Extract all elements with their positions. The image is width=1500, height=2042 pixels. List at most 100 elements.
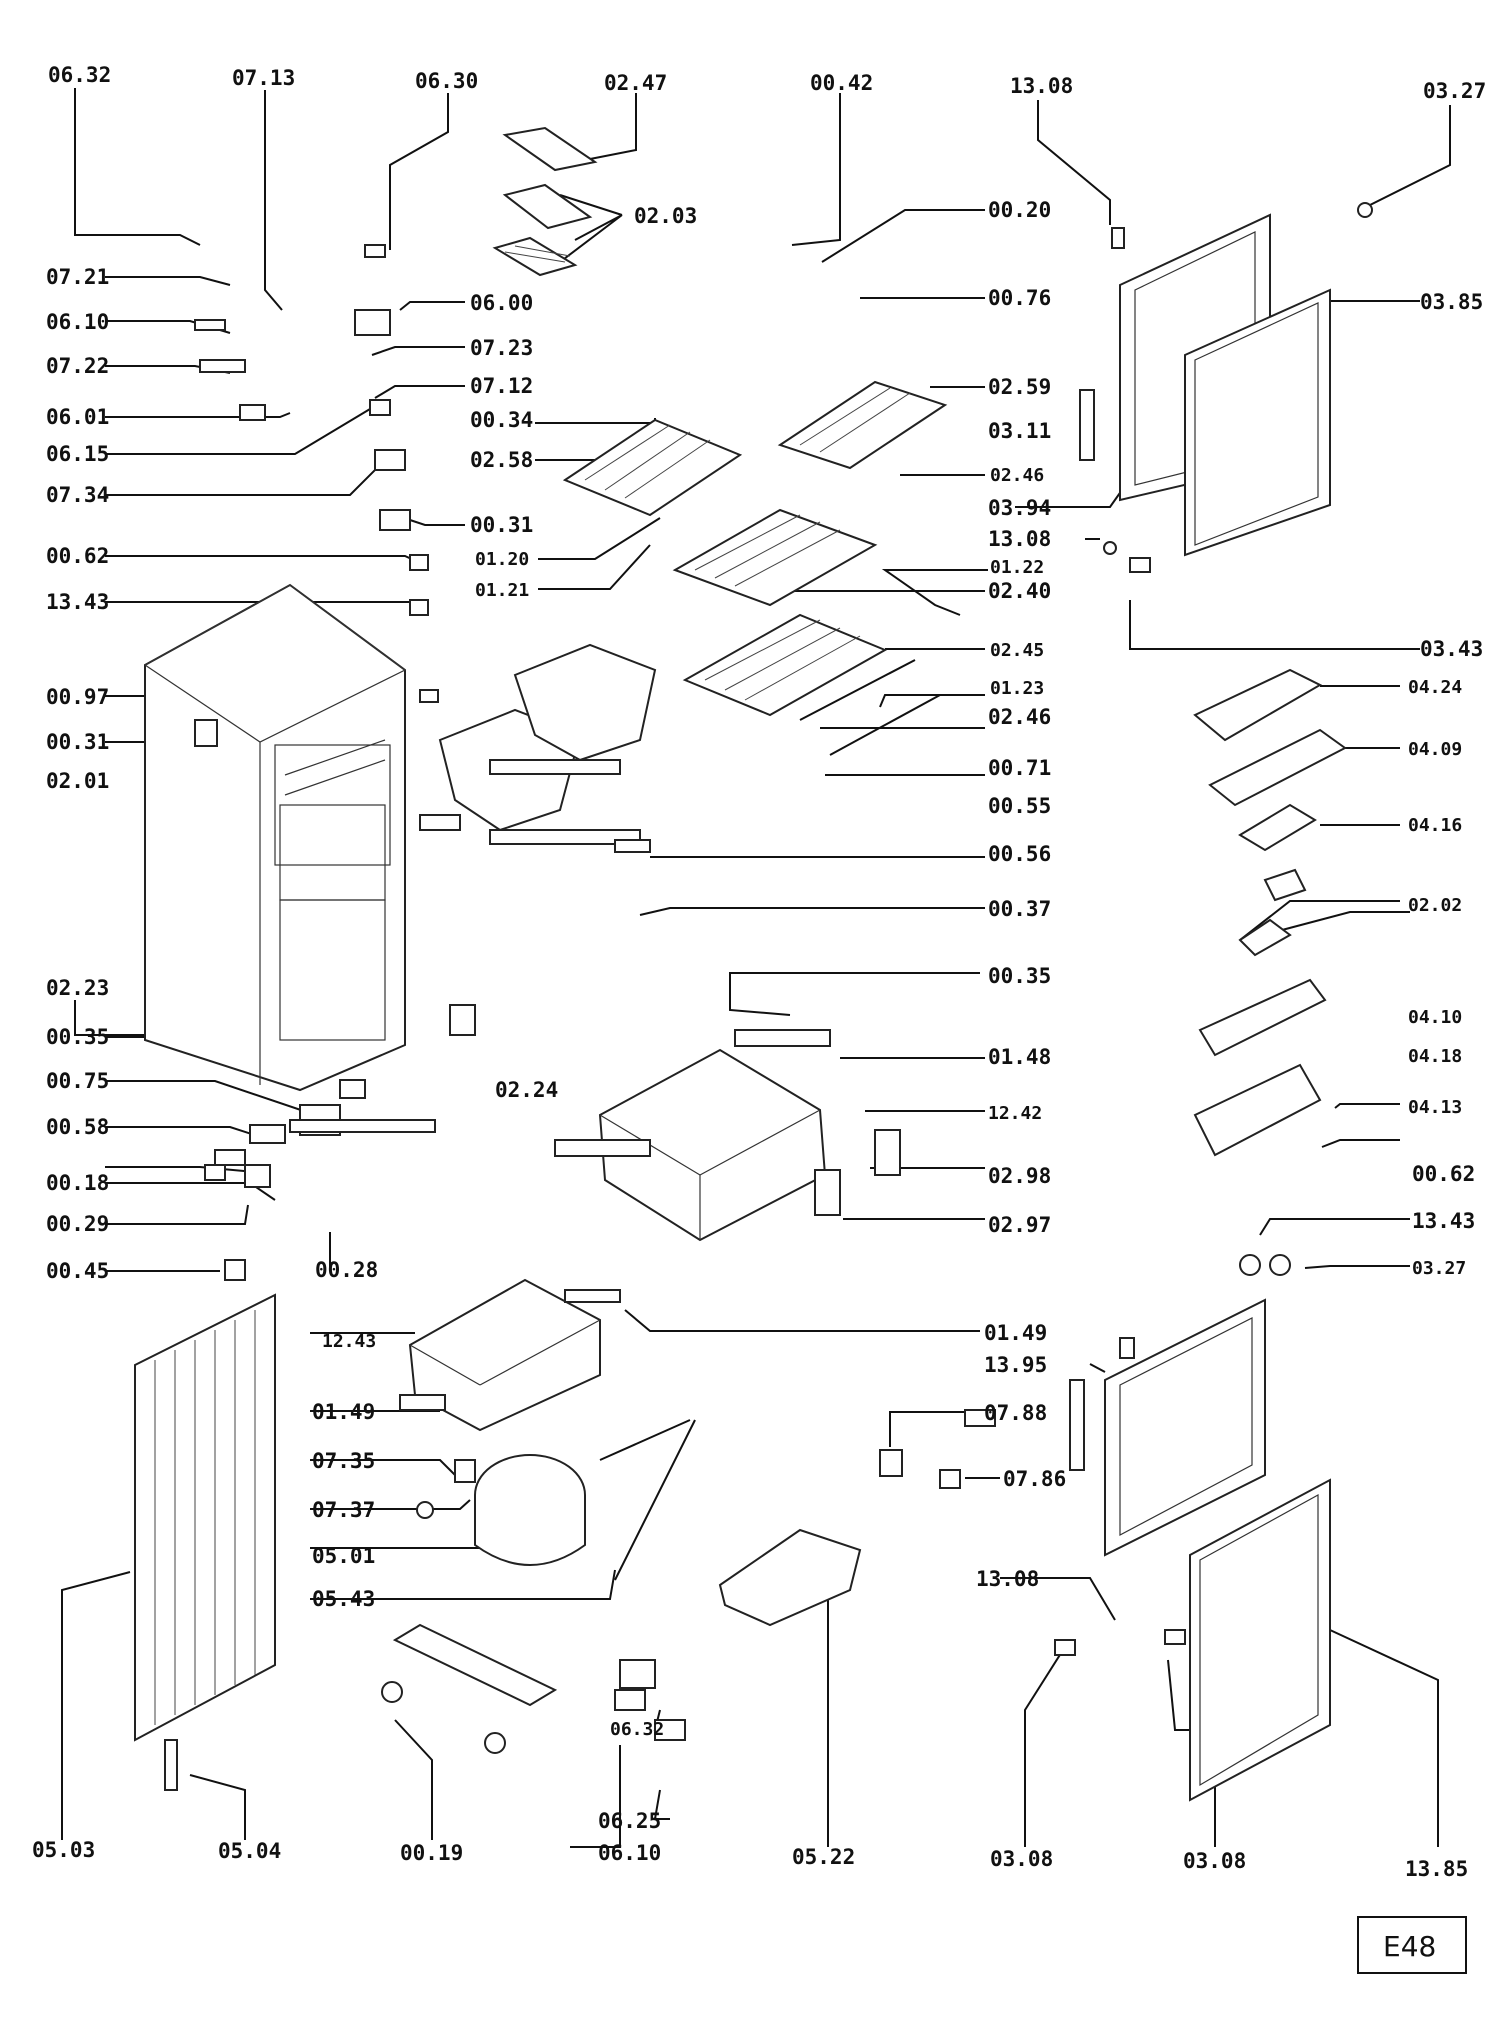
callout-0076: 00.76 xyxy=(988,286,1051,310)
callout-0308-a: 03.08 xyxy=(990,1847,1053,1871)
callout-0503: 05.03 xyxy=(32,1838,95,1862)
callout-0501: 05.01 xyxy=(312,1544,375,1568)
callout-0600: 06.00 xyxy=(470,291,533,315)
callout-0019: 00.19 xyxy=(400,1841,463,1865)
callout-0409: 04.09 xyxy=(1408,739,1462,760)
callout-0037: 00.37 xyxy=(988,897,1051,921)
ice-tray-parts xyxy=(492,126,598,277)
callout-0075: 00.75 xyxy=(46,1069,109,1093)
callout-0630: 06.30 xyxy=(415,69,478,93)
callout-0543: 05.43 xyxy=(312,1587,375,1611)
callout-1242: 12.42 xyxy=(988,1103,1042,1124)
callout-0735: 07.35 xyxy=(312,1449,375,1473)
callout-0410: 04.10 xyxy=(1408,1007,1462,1028)
fridge-cabinet xyxy=(144,583,407,1092)
callout-0097: 00.97 xyxy=(46,685,109,709)
callout-0071: 00.71 xyxy=(988,756,1051,780)
callout-0240: 02.40 xyxy=(988,579,1051,603)
callout-0504: 05.04 xyxy=(218,1839,281,1863)
callout-0258: 02.58 xyxy=(470,448,533,472)
callout-0018: 00.18 xyxy=(46,1171,109,1195)
callout-0042: 00.42 xyxy=(810,71,873,95)
callout-0031-left: 00.31 xyxy=(46,730,109,754)
callout-1385: 13.85 xyxy=(1405,1857,1468,1881)
callout-1308-top: 13.08 xyxy=(1010,74,1073,98)
callout-0035-right: 00.35 xyxy=(988,964,1051,988)
upper-door xyxy=(1119,213,1331,557)
callout-0712: 07.12 xyxy=(470,374,533,398)
callout-0610-low: 06.10 xyxy=(598,1841,661,1865)
drip-tray xyxy=(718,1528,862,1627)
callout-0031-top: 00.31 xyxy=(470,513,533,537)
callout-0721: 07.21 xyxy=(46,265,109,289)
callout-0343: 03.43 xyxy=(1420,637,1483,661)
callout-0058: 00.58 xyxy=(46,1115,109,1139)
callout-1395: 13.95 xyxy=(984,1353,1047,1377)
callout-0327-right: 03.27 xyxy=(1412,1258,1466,1279)
callout-0259: 02.59 xyxy=(988,375,1051,399)
callout-0713: 07.13 xyxy=(232,66,295,90)
callout-0246-a: 02.46 xyxy=(990,465,1044,486)
callout-0308-b: 03.08 xyxy=(1183,1849,1246,1873)
callout-0722: 07.22 xyxy=(46,354,109,378)
callout-1243: 12.43 xyxy=(322,1331,376,1352)
callout-0311: 03.11 xyxy=(988,419,1051,443)
callout-0297: 02.97 xyxy=(988,1213,1051,1237)
page-tag: E48 xyxy=(1357,1916,1467,1974)
callout-0201: 02.01 xyxy=(46,769,109,793)
crisper-bins xyxy=(438,643,657,832)
door-bins xyxy=(1193,668,1347,1157)
callout-0223: 02.23 xyxy=(46,976,109,1000)
callout-0723: 07.23 xyxy=(470,336,533,360)
callout-0056: 00.56 xyxy=(988,842,1051,866)
callout-0224: 02.24 xyxy=(495,1078,558,1102)
callout-0424: 04.24 xyxy=(1408,677,1462,698)
callout-0327-top: 03.27 xyxy=(1423,79,1486,103)
callout-0413: 04.13 xyxy=(1408,1097,1462,1118)
callout-1308-mid: 13.08 xyxy=(988,527,1051,551)
lower-door xyxy=(1069,1298,1331,1802)
callout-0522: 05.22 xyxy=(792,1845,855,1869)
callout-0610-left: 06.10 xyxy=(46,310,109,334)
glass-shelves xyxy=(562,380,948,756)
callout-0788: 07.88 xyxy=(984,1401,1047,1425)
page-tag-text: E48 xyxy=(1383,1930,1436,1963)
callout-0122: 01.22 xyxy=(990,557,1044,578)
callout-0245: 02.45 xyxy=(990,640,1044,661)
callout-0035-left: 00.35 xyxy=(46,1025,109,1049)
callout-0029: 00.29 xyxy=(46,1212,109,1236)
callout-0062-right: 00.62 xyxy=(1412,1162,1475,1186)
callout-0416: 04.16 xyxy=(1408,815,1462,836)
callout-0203: 02.03 xyxy=(634,204,697,228)
callout-0786: 07.86 xyxy=(1003,1467,1066,1491)
callout-0418: 04.18 xyxy=(1408,1046,1462,1067)
callout-0246-b: 02.46 xyxy=(988,705,1051,729)
callout-0120: 01.20 xyxy=(475,549,529,570)
callout-0062-top: 00.62 xyxy=(46,544,109,568)
compressor xyxy=(474,1419,696,1581)
callout-0121: 01.21 xyxy=(475,580,529,601)
callout-0737: 07.37 xyxy=(312,1498,375,1522)
callout-0615: 06.15 xyxy=(46,442,109,466)
callout-0625: 06.25 xyxy=(598,1809,661,1833)
callout-0202: 02.02 xyxy=(1408,895,1462,916)
callout-0149-right: 01.49 xyxy=(984,1321,1047,1345)
callout-0045: 00.45 xyxy=(46,1259,109,1283)
callout-0020: 00.20 xyxy=(988,198,1051,222)
small-hardware xyxy=(194,202,1373,1741)
callout-0149-left: 01.49 xyxy=(312,1400,375,1424)
callout-0123: 01.23 xyxy=(990,678,1044,699)
callout-1343-top: 13.43 xyxy=(46,590,109,614)
callout-0055: 00.55 xyxy=(988,794,1051,818)
callout-0734: 07.34 xyxy=(46,483,109,507)
callout-0632-top: 06.32 xyxy=(48,63,111,87)
callout-0298: 02.98 xyxy=(988,1164,1051,1188)
callout-0601: 06.01 xyxy=(46,405,109,429)
condenser-coil xyxy=(134,1293,276,1791)
callout-1308-low: 13.08 xyxy=(976,1567,1039,1591)
callout-labels: 06.32 07.13 06.30 02.47 00.42 13.08 03.2… xyxy=(32,63,1486,1881)
callout-0394: 03.94 xyxy=(988,496,1051,520)
callout-0028: 00.28 xyxy=(315,1258,378,1282)
callout-0632-low: 06.32 xyxy=(610,1719,664,1740)
